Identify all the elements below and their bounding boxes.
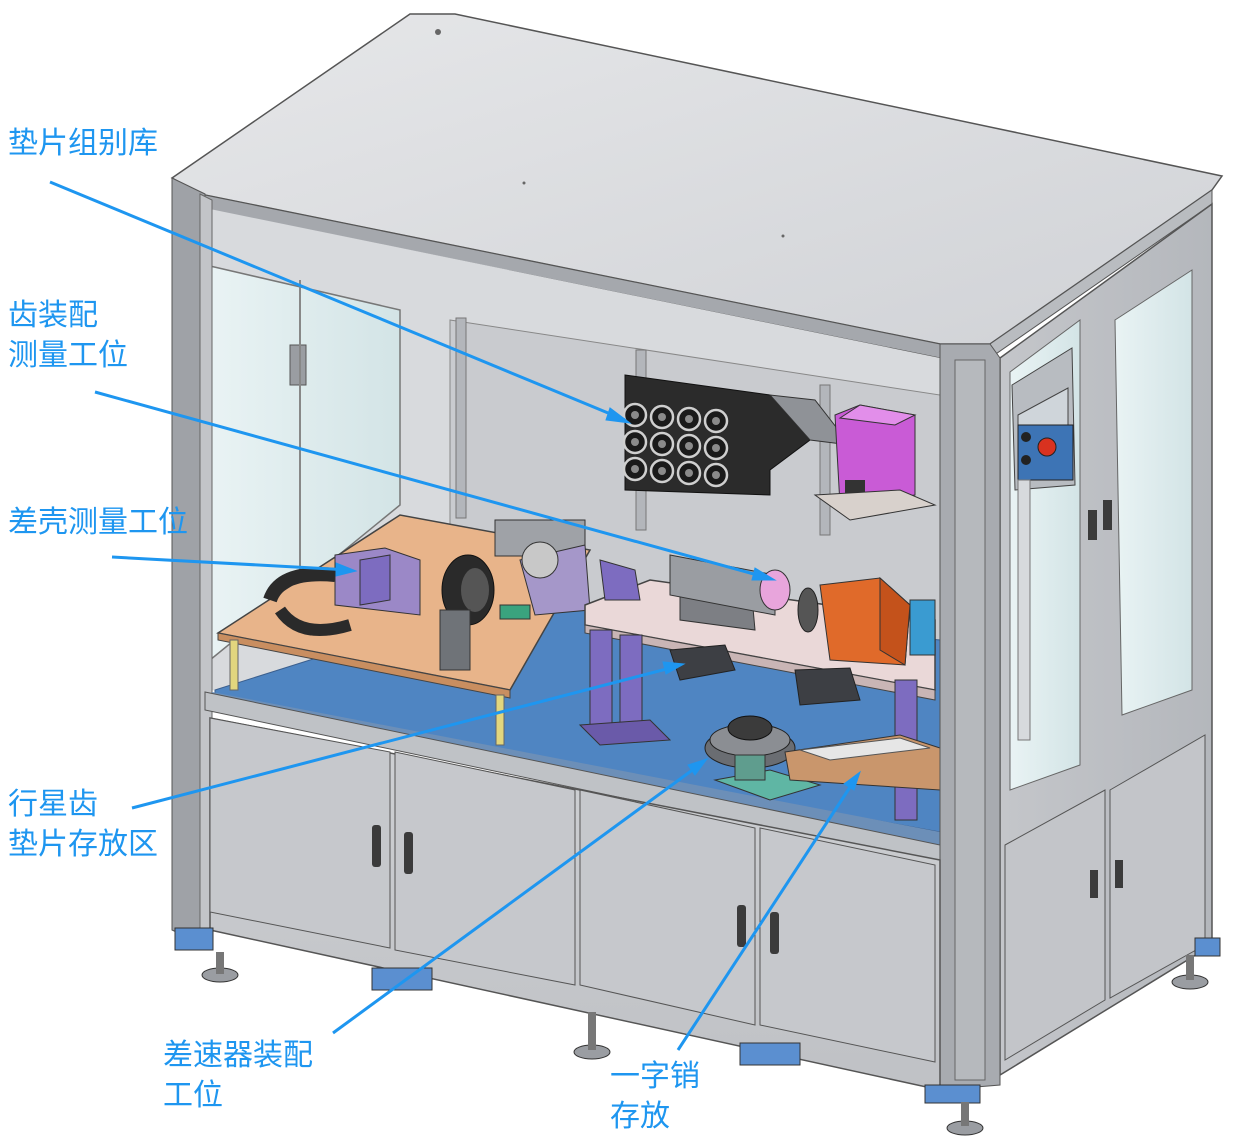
shim-tube-core — [658, 440, 666, 448]
gear-measure-station — [578, 554, 936, 821]
label-case-measure-line1: 差壳测量工位 — [8, 505, 188, 540]
callout-case-measure — [111, 555, 358, 577]
label-case-measure: 差壳测量工位 — [8, 503, 188, 543]
label-gear-measure-line2: 测量工位 — [8, 338, 128, 373]
machine-top-lid — [170, 13, 1224, 359]
shim-tube-core — [685, 415, 693, 423]
magenta-unit — [813, 404, 937, 521]
lower-cabinet — [174, 691, 1221, 1136]
label-planet-shim-line2: 垫片存放区 — [8, 827, 158, 862]
callout-gear-measure — [94, 390, 777, 581]
right-side-panel — [999, 202, 1213, 1077]
right-front-pillar — [939, 343, 1001, 1091]
shim-tube-core — [712, 471, 720, 479]
shim-tube-core — [658, 467, 666, 475]
label-pin-storage-line1: 一字销 — [610, 1059, 700, 1094]
shim-tube-core — [685, 469, 693, 477]
shim-tube-core — [712, 444, 720, 452]
shim-tube-core — [685, 442, 693, 450]
label-diff-assembly: 差速器装配 工位 — [163, 1036, 313, 1116]
shim-tube-core — [631, 438, 639, 446]
shim-tube-core — [712, 417, 720, 425]
label-diff-assembly-line2: 工位 — [163, 1078, 223, 1113]
label-planet-shim: 行星齿 垫片存放区 — [8, 785, 158, 865]
label-gear-measure: 齿装配 测量工位 — [8, 296, 128, 376]
label-shim-library-line1: 垫片组别库 — [8, 126, 158, 161]
shim-tube-grid — [622, 402, 729, 488]
label-pin-storage: 一字销 存放 — [610, 1057, 700, 1137]
label-diff-assembly-line1: 差速器装配 — [163, 1038, 313, 1073]
callout-pin-storage — [676, 770, 861, 1051]
callout-planet-shim — [131, 661, 686, 810]
label-planet-shim-line1: 行星齿 — [8, 787, 98, 822]
shim-tube-core — [631, 411, 639, 419]
label-shim-library: 垫片组别库 — [8, 124, 158, 164]
shim-tube-core — [658, 413, 666, 421]
case-measure-station — [216, 514, 592, 746]
callout-diff-assembly — [332, 758, 709, 1035]
label-pin-storage-line2: 存放 — [610, 1099, 670, 1134]
shim-tube-core — [631, 465, 639, 473]
callout-shim-library — [49, 180, 632, 424]
label-gear-measure-line1: 齿装配 — [8, 298, 98, 333]
callout-lines — [49, 180, 861, 1051]
